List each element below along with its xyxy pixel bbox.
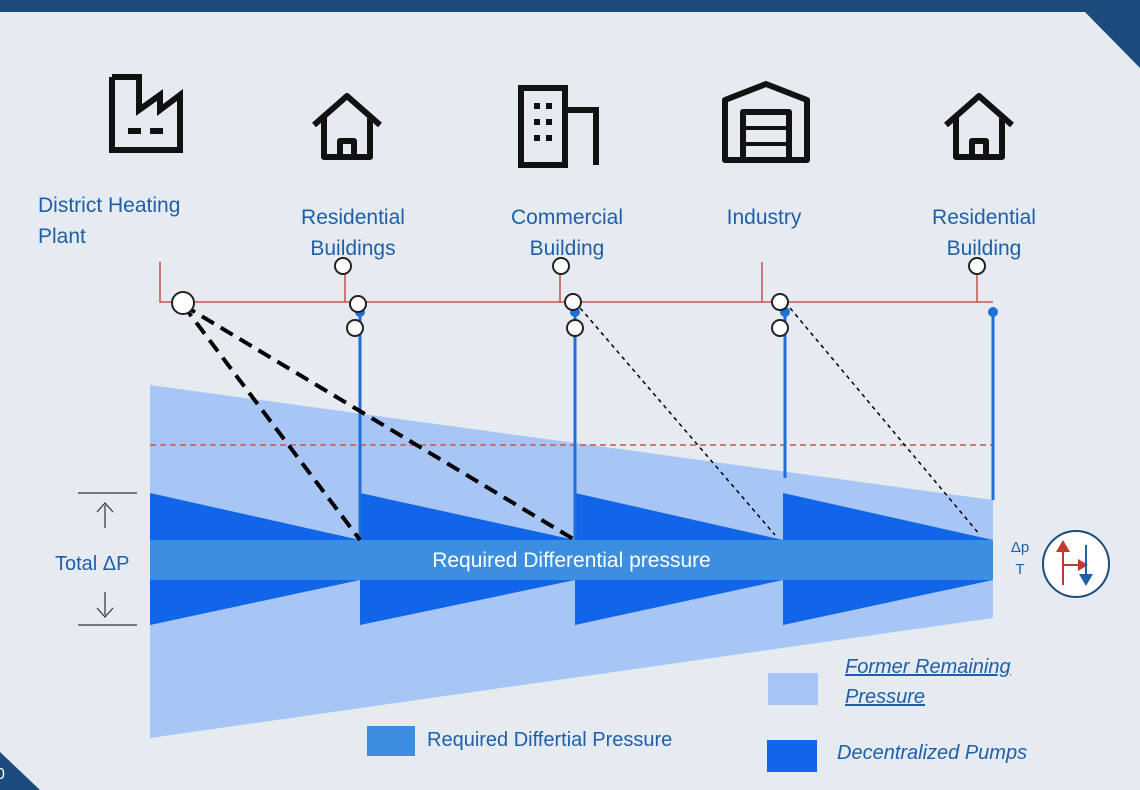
valve-residential-low xyxy=(346,319,364,337)
dp-sensor-icon xyxy=(1042,530,1110,598)
label-district-heating-plant: District Heating Plant xyxy=(38,190,180,252)
required-pressure-bar xyxy=(150,540,993,580)
legend-required-label: Required Differtial Pressure xyxy=(427,729,673,751)
valve-industry-low xyxy=(771,319,789,337)
label-line: Commercial xyxy=(510,206,623,229)
pressure-drop-dashed-lines xyxy=(181,301,981,542)
plant-valve xyxy=(171,291,195,315)
dp-sensor-line: T xyxy=(1015,561,1025,578)
legend-line: Pressure xyxy=(845,686,926,708)
house-icon xyxy=(944,93,1014,160)
office-building-icon xyxy=(518,85,599,168)
label-residential-building: Residential Building xyxy=(914,202,1054,264)
valve-residential-mid xyxy=(349,295,367,313)
label-line: Building xyxy=(529,237,605,260)
required-pressure-bar-label: Required Differential pressure xyxy=(432,549,711,572)
legend-line: Former Remaining xyxy=(845,656,1011,678)
label-line: Buildings xyxy=(310,237,396,260)
valve-residential2-top xyxy=(968,257,986,275)
lower-pump-wedges xyxy=(150,580,993,625)
label-commercial-building: Commercial Building xyxy=(497,202,637,264)
valve-commercial-top xyxy=(552,257,570,275)
corner-mark: 0 xyxy=(0,766,5,783)
legend-swatch-decentralized xyxy=(767,740,817,772)
label-line: Plant xyxy=(38,225,86,248)
factory-icon xyxy=(109,74,183,153)
total-dp-dimension xyxy=(78,492,137,626)
label-line: Industry xyxy=(726,206,802,229)
label-line: Residential xyxy=(301,206,405,229)
legend-decentralized-label: Decentralized Pumps xyxy=(837,742,1028,764)
legend-swatch-required xyxy=(367,726,415,756)
label-line: Residential xyxy=(932,206,1036,229)
label-industry: Industry xyxy=(699,202,829,233)
label-line: District Heating xyxy=(38,194,181,217)
warehouse-icon xyxy=(722,81,810,163)
house-icon xyxy=(312,93,382,160)
valve-commercial-low xyxy=(566,319,584,337)
legend-former-remaining-label: Former Remaining Pressure xyxy=(845,652,1011,712)
total-dp-label: Total ΔP xyxy=(55,553,130,575)
pump-lines xyxy=(358,312,995,540)
legend-swatch-former xyxy=(768,673,818,705)
dp-sensor-line: Δp xyxy=(1010,539,1030,556)
label-residential-buildings: Residential Buildings xyxy=(283,202,423,264)
valve-commercial-mid xyxy=(564,293,582,311)
valve-residential-top xyxy=(334,257,352,275)
valve-markers xyxy=(171,257,986,337)
dp-sensor-label: Δp T xyxy=(1000,537,1040,581)
upper-pump-wedges xyxy=(150,493,993,540)
label-line: Building xyxy=(946,237,1022,260)
pipe-network xyxy=(159,262,993,303)
valve-industry-mid xyxy=(771,293,789,311)
